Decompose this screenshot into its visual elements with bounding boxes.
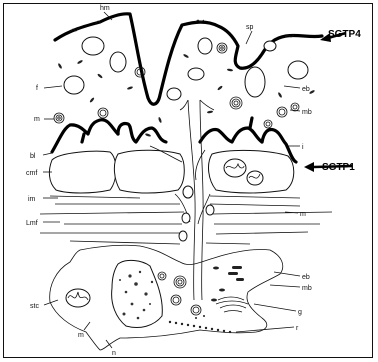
label-lmf: Lmf: [26, 220, 38, 227]
golgi-apparatus: [216, 297, 248, 312]
label-stc: stc: [30, 303, 39, 310]
elongated-bodies: [57, 53, 315, 137]
label-eb-bottom: eb: [302, 274, 310, 281]
label-r: r: [296, 325, 299, 332]
label-f: f: [36, 85, 38, 92]
label-hm: hm: [100, 5, 110, 12]
label-mb-top: mb: [302, 109, 312, 116]
label-m-top: m: [34, 116, 40, 123]
label-im: im: [28, 196, 36, 203]
ribosome-strand: [169, 315, 231, 333]
label-m-bottom: m: [78, 332, 84, 339]
channel-vesicles: [179, 186, 214, 241]
tegument-surface: [55, 14, 322, 104]
label-g: g: [298, 309, 302, 316]
label-sp: sp: [246, 24, 254, 31]
stc-multilamellar-bodies: [158, 272, 201, 315]
label-i: i: [302, 144, 304, 151]
label-m-mid: m: [300, 211, 306, 218]
label-bl: bl: [30, 153, 36, 160]
label-cmf: cmf: [26, 170, 37, 177]
label-n: n: [112, 350, 116, 357]
label-eb-top: eb: [302, 86, 310, 93]
stc-elongated-bodies: [211, 266, 244, 302]
label-mb-bottom: mb: [302, 285, 312, 292]
callout-sgtp4: SGTP4: [328, 29, 361, 40]
callout-sgtp1: SGTP1: [322, 162, 355, 173]
secretory-vesicles: [64, 37, 308, 100]
